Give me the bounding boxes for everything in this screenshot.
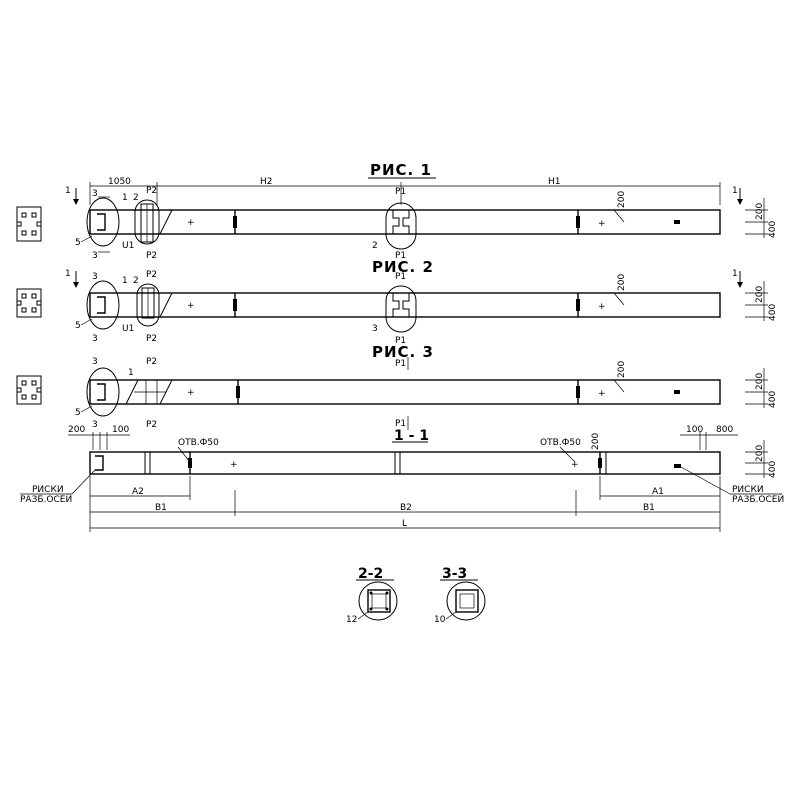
section11-dim-100-right: 100 <box>686 425 703 435</box>
fig2-dim-400-r: 400 <box>768 304 778 321</box>
fig2-mark-1-left: 1 <box>65 269 71 279</box>
section11-dim-200-a: 200 <box>591 433 601 450</box>
section11-dim-b1-right: B1 <box>643 503 655 513</box>
fig3-p2-bot: P2 <box>146 420 157 430</box>
fig3-p2-top: P2 <box>146 357 157 367</box>
section11-hole-right: ОТВ.Ф50 <box>540 438 581 448</box>
section11-dim-200-left: 200 <box>68 425 85 435</box>
fig1-p2-bot: P2 <box>146 251 157 261</box>
section11-dim-100-left: 100 <box>112 425 129 435</box>
fig1-p2-top: P2 <box>146 186 157 196</box>
fig3-mark-5: 5 <box>75 408 81 418</box>
fig2-mark-3-top: 3 <box>92 272 98 282</box>
fig1-dim-1050: 1050 <box>108 177 131 187</box>
fig1-dim-h1: H1 <box>548 177 561 187</box>
fig1-mark-1-left: 1 <box>65 186 71 196</box>
section11-dim-800: 800 <box>716 425 733 435</box>
fig3-dim-200-r: 200 <box>755 373 765 390</box>
fig2-p2-bot: P2 <box>146 334 157 344</box>
svg-text:+: + <box>598 302 606 312</box>
svg-text:+: + <box>598 219 606 229</box>
section-1-1: 1 - 1 200 100 100 800 ОТВ.Ф50 ОТВ.Ф50 + … <box>20 425 784 532</box>
svg-text:+: + <box>598 389 606 399</box>
figure-3: РИС. 3 + 3 3 5 1 P2 P2 P1 P1 + 200 200 4… <box>75 343 778 430</box>
fig1-dim-200-r: 200 <box>755 203 765 220</box>
section-2-2: 2-2 12 <box>346 566 398 625</box>
section11-dim-400: 400 <box>768 461 778 478</box>
left-section-icon-2 <box>16 288 42 318</box>
fig1-mark-1-right: 1 <box>732 186 738 196</box>
left-section-icon-3 <box>16 375 42 405</box>
fig1-p1-bot: P1 <box>395 251 406 261</box>
fig1-mark-u1: U1 <box>122 241 134 251</box>
section11-marks-left-2: РАЗБ.ОСЕЙ <box>20 493 72 505</box>
figure-2: РИС. 2 + 1 3 3 5 1 2 U1 P2 P2 P1 P1 3 + … <box>65 258 778 346</box>
fig1-dim-400-r: 400 <box>768 221 778 238</box>
section22-mark: 12 <box>346 615 357 625</box>
fig2-mark-3-bot: 3 <box>92 334 98 344</box>
section11-dim-b1-left: B1 <box>155 503 167 513</box>
section11-dim-a1: A1 <box>652 487 664 497</box>
fig1-mark-3-bot: 3 <box>92 251 98 261</box>
fig2-mark-u1: U1 <box>122 324 134 334</box>
fig2-p1-bot: P1 <box>395 336 406 346</box>
fig1-title: РИС. 1 <box>370 161 432 179</box>
svg-text:+: + <box>187 301 195 311</box>
fig2-mark-5: 5 <box>75 321 81 331</box>
section33-mark: 10 <box>434 615 446 625</box>
svg-text:+: + <box>187 388 195 398</box>
svg-text:+: + <box>187 218 195 228</box>
fig2-mark-2-b: 2 <box>133 276 139 286</box>
fig1-p1-top: P1 <box>395 187 406 197</box>
section-3-3: 3-3 10 <box>434 566 486 625</box>
section33-title: 3-3 <box>442 566 467 582</box>
fig2-dim-200-r: 200 <box>755 286 765 303</box>
fig3-p1-bot: P1 <box>395 419 406 429</box>
section11-hole-left: ОТВ.Ф50 <box>178 438 219 448</box>
svg-text:+: + <box>571 460 579 470</box>
fig1-mark-3-top: 3 <box>92 189 98 199</box>
section11-title: 1 - 1 <box>394 428 429 444</box>
left-section-icon-1 <box>16 206 42 242</box>
fig2-mark-1-right: 1 <box>732 269 738 279</box>
fig3-mark-1: 1 <box>128 368 134 378</box>
fig2-mark-3-mid: 3 <box>372 324 378 334</box>
section11-dim-l: L <box>402 519 407 529</box>
fig1-mark-2-b: 2 <box>133 193 139 203</box>
fig2-mark-1-b: 1 <box>122 276 128 286</box>
fig2-title: РИС. 2 <box>372 258 434 276</box>
fig2-p2-top: P2 <box>146 270 157 280</box>
section11-dim-b2: B2 <box>400 503 412 513</box>
fig1-dim-200-v: 200 <box>617 191 627 208</box>
section11-marks-right-2: РАЗБ.ОСЕЙ <box>732 493 784 505</box>
section11-dim-a2: A2 <box>132 487 144 497</box>
fig3-dim-400-r: 400 <box>768 391 778 408</box>
section22-title: 2-2 <box>358 566 383 582</box>
fig3-dim-200-v: 200 <box>617 361 627 378</box>
fig2-dim-200-v: 200 <box>617 274 627 291</box>
fig1-mark-1-b: 1 <box>122 193 128 203</box>
fig3-title: РИС. 3 <box>372 343 434 361</box>
fig3-mark-3-bot: 3 <box>92 420 98 430</box>
fig3-p1-top: P1 <box>395 359 406 369</box>
fig3-mark-3-top: 3 <box>92 357 98 367</box>
figure-1: РИС. 1 1050 H2 H1 + 1 3 3 5 1 2 U1 P2 P <box>65 161 778 261</box>
section11-marks-right-1: РИСКИ <box>732 485 764 495</box>
svg-text:+: + <box>230 460 238 470</box>
section11-dim-200-b: 200 <box>755 445 765 462</box>
fig1-mark-5: 5 <box>75 238 81 248</box>
fig1-dim-h2: H2 <box>260 177 273 187</box>
fig2-p1-top: P1 <box>395 272 406 282</box>
section11-marks-left-1: РИСКИ <box>32 485 64 495</box>
fig1-mark-2: 2 <box>372 241 378 251</box>
